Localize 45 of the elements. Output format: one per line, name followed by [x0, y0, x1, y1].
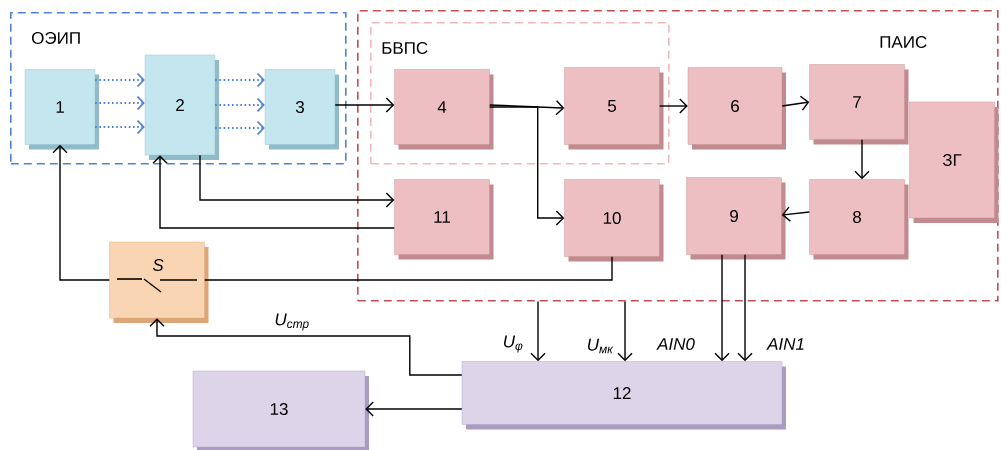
arrow	[94, 95, 145, 111]
edge-label: U$_{φ}$	[504, 335, 523, 353]
arrow	[854, 139, 870, 180]
arrow	[737, 254, 753, 362]
group-label: ПАИС	[880, 36, 927, 49]
arrow	[214, 72, 265, 88]
edge-label: AIN0	[656, 338, 695, 351]
edge-label: U$_{мк}$	[588, 338, 614, 354]
block: 2	[144, 54, 219, 160]
block: 3	[264, 69, 339, 150]
block: 6	[687, 67, 786, 150]
edge-label: AIN1	[766, 338, 804, 350]
arrow	[214, 120, 265, 136]
block: 5	[564, 67, 664, 150]
arrow	[199, 154, 395, 208]
edge-label: U$_{стр}$	[275, 313, 309, 331]
arrow	[214, 97, 265, 113]
block: 8	[809, 179, 909, 260]
arrow	[52, 144, 110, 281]
arrow	[714, 254, 730, 362]
arrow	[149, 318, 463, 376]
group-label: ОЭИП	[32, 32, 80, 45]
arrow	[94, 119, 145, 135]
block: 4	[394, 69, 494, 150]
block: ЗГ	[909, 101, 999, 223]
block: 10	[564, 179, 664, 262]
arrow	[659, 98, 688, 114]
arrow	[365, 401, 463, 417]
arrow	[334, 97, 395, 113]
block: 11	[394, 179, 494, 260]
arrow	[781, 206, 810, 222]
arrow	[530, 300, 546, 362]
arrow	[94, 72, 145, 88]
arrow	[781, 95, 810, 111]
arrow	[489, 100, 565, 116]
block: 9	[686, 177, 786, 260]
arrow	[152, 155, 395, 229]
arrow	[617, 300, 633, 362]
block: 1	[24, 69, 99, 150]
block: 13	[192, 370, 369, 450]
arrow	[489, 106, 565, 226]
switch-box: S	[109, 241, 209, 323]
group-label: БВПС	[382, 42, 428, 55]
block: 12	[461, 361, 786, 430]
block: 7	[809, 64, 909, 145]
